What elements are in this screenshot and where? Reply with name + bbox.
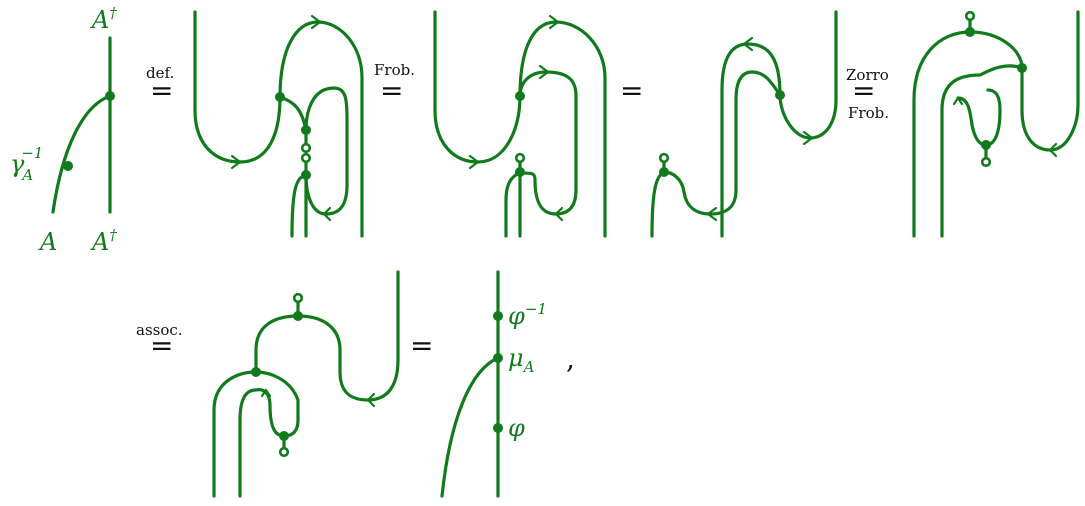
node-comult [515, 91, 525, 101]
node-comult [1017, 63, 1027, 73]
arrow-inner-cap [538, 64, 550, 80]
diagram-result: φ−1 μA φ , [440, 270, 575, 498]
relation-frob-1: Frob. = [374, 61, 415, 107]
multiplication-node [105, 91, 115, 101]
cup-right [1020, 10, 1080, 152]
node-mult [301, 125, 311, 135]
wire-lower-left [290, 173, 308, 238]
inner-loop [662, 70, 782, 216]
label-mu: μA [508, 344, 535, 376]
arrow-cap [310, 14, 322, 30]
arrow-cap [742, 36, 754, 52]
gamma-node [63, 161, 73, 171]
relation-equals-6: = [410, 329, 433, 362]
node-mult-bottom [279, 431, 289, 441]
cap-inner [940, 64, 1024, 238]
relation-frob-note: Frob. [374, 61, 415, 79]
label-phi-inverse: φ−1 [508, 300, 547, 330]
relation-equals-3: = [620, 74, 643, 107]
wire-lower-left [504, 170, 522, 238]
arrow-loop [706, 206, 718, 222]
label-top-a-dagger: A† [90, 4, 117, 34]
inner-loop [238, 370, 300, 498]
arrow-loop [554, 206, 564, 222]
node-phi [493, 423, 503, 433]
inner-loop [956, 88, 1002, 147]
cup-right [778, 10, 838, 140]
wire-a [51, 94, 112, 214]
label-phi: φ [508, 414, 525, 442]
arrow-cup [802, 130, 814, 146]
inner-loop [304, 86, 349, 216]
wire-to-lower-node [278, 95, 308, 132]
wire-lower [650, 170, 666, 238]
arrow-loop [322, 206, 332, 222]
counit-circle-bottom [980, 156, 992, 168]
node-phi-inverse [493, 311, 503, 321]
node-comult-lower [301, 170, 311, 180]
cap-left [720, 42, 782, 238]
node-comult [275, 92, 285, 102]
label-bottom-a: A [38, 228, 57, 256]
relation-equals: = [620, 74, 643, 107]
relation-def-note: def. [146, 64, 174, 82]
cup-left [433, 10, 522, 164]
counit-circle-top [292, 292, 304, 304]
relation-def-equals: = [150, 74, 173, 107]
arrow-inner [260, 388, 272, 398]
node-mult [659, 167, 669, 177]
node-mult-bottom [981, 140, 991, 150]
arrow-cap [548, 14, 560, 30]
diagram-6 [212, 270, 400, 498]
diagram-4 [650, 10, 838, 238]
arrow-cup [468, 154, 480, 170]
counit-circle-top [964, 10, 976, 22]
cap-big [278, 20, 364, 238]
arrow-cup [230, 154, 242, 170]
arrow-cup [1048, 142, 1058, 158]
node-mult-top [965, 27, 975, 37]
relation-zorro-equals: = [852, 74, 875, 107]
cap-upper [254, 270, 400, 402]
relation-zorro-note: Zorro [846, 66, 889, 84]
relation-assoc-note: assoc. [136, 321, 183, 339]
relation-zorro-frob: Zorro = Frob. [846, 66, 889, 122]
relation-equals: = [410, 329, 433, 362]
node-comult [775, 90, 785, 100]
node-mult-top [293, 311, 303, 321]
arrow-cup [366, 392, 376, 408]
relation-frob-equals: = [380, 74, 403, 107]
node-comult [251, 367, 261, 377]
diagram-3 [433, 10, 607, 238]
relation-assoc-equals: = [150, 329, 173, 362]
unit-circle [658, 152, 670, 164]
arrow-inner [952, 96, 964, 106]
cap-top [912, 30, 1024, 238]
cap-outer [212, 370, 258, 498]
node-mult [515, 167, 525, 177]
cap-big [518, 20, 607, 238]
relation-assoc: assoc. = [136, 321, 183, 362]
unit-circle [300, 152, 312, 164]
relation-def: def. = [146, 64, 174, 107]
node-mu [493, 353, 503, 363]
counit-circle-bottom [278, 446, 290, 458]
inner-loop [518, 70, 578, 216]
diagram-5 [912, 10, 1080, 238]
counit-circle [300, 142, 312, 154]
relation-zorro-frob-note: Frob. [848, 104, 889, 122]
diagram-gamma-inverse: A† γA−1 A A† [10, 4, 117, 256]
label-bottom-a-dagger: A† [90, 226, 117, 256]
cup-left [193, 10, 282, 164]
wire-side [440, 356, 500, 498]
unit-circle [514, 152, 526, 164]
trailing-comma: , [566, 342, 575, 375]
diagram-2 [193, 10, 364, 238]
label-gamma-inverse: γA−1 [10, 144, 43, 184]
